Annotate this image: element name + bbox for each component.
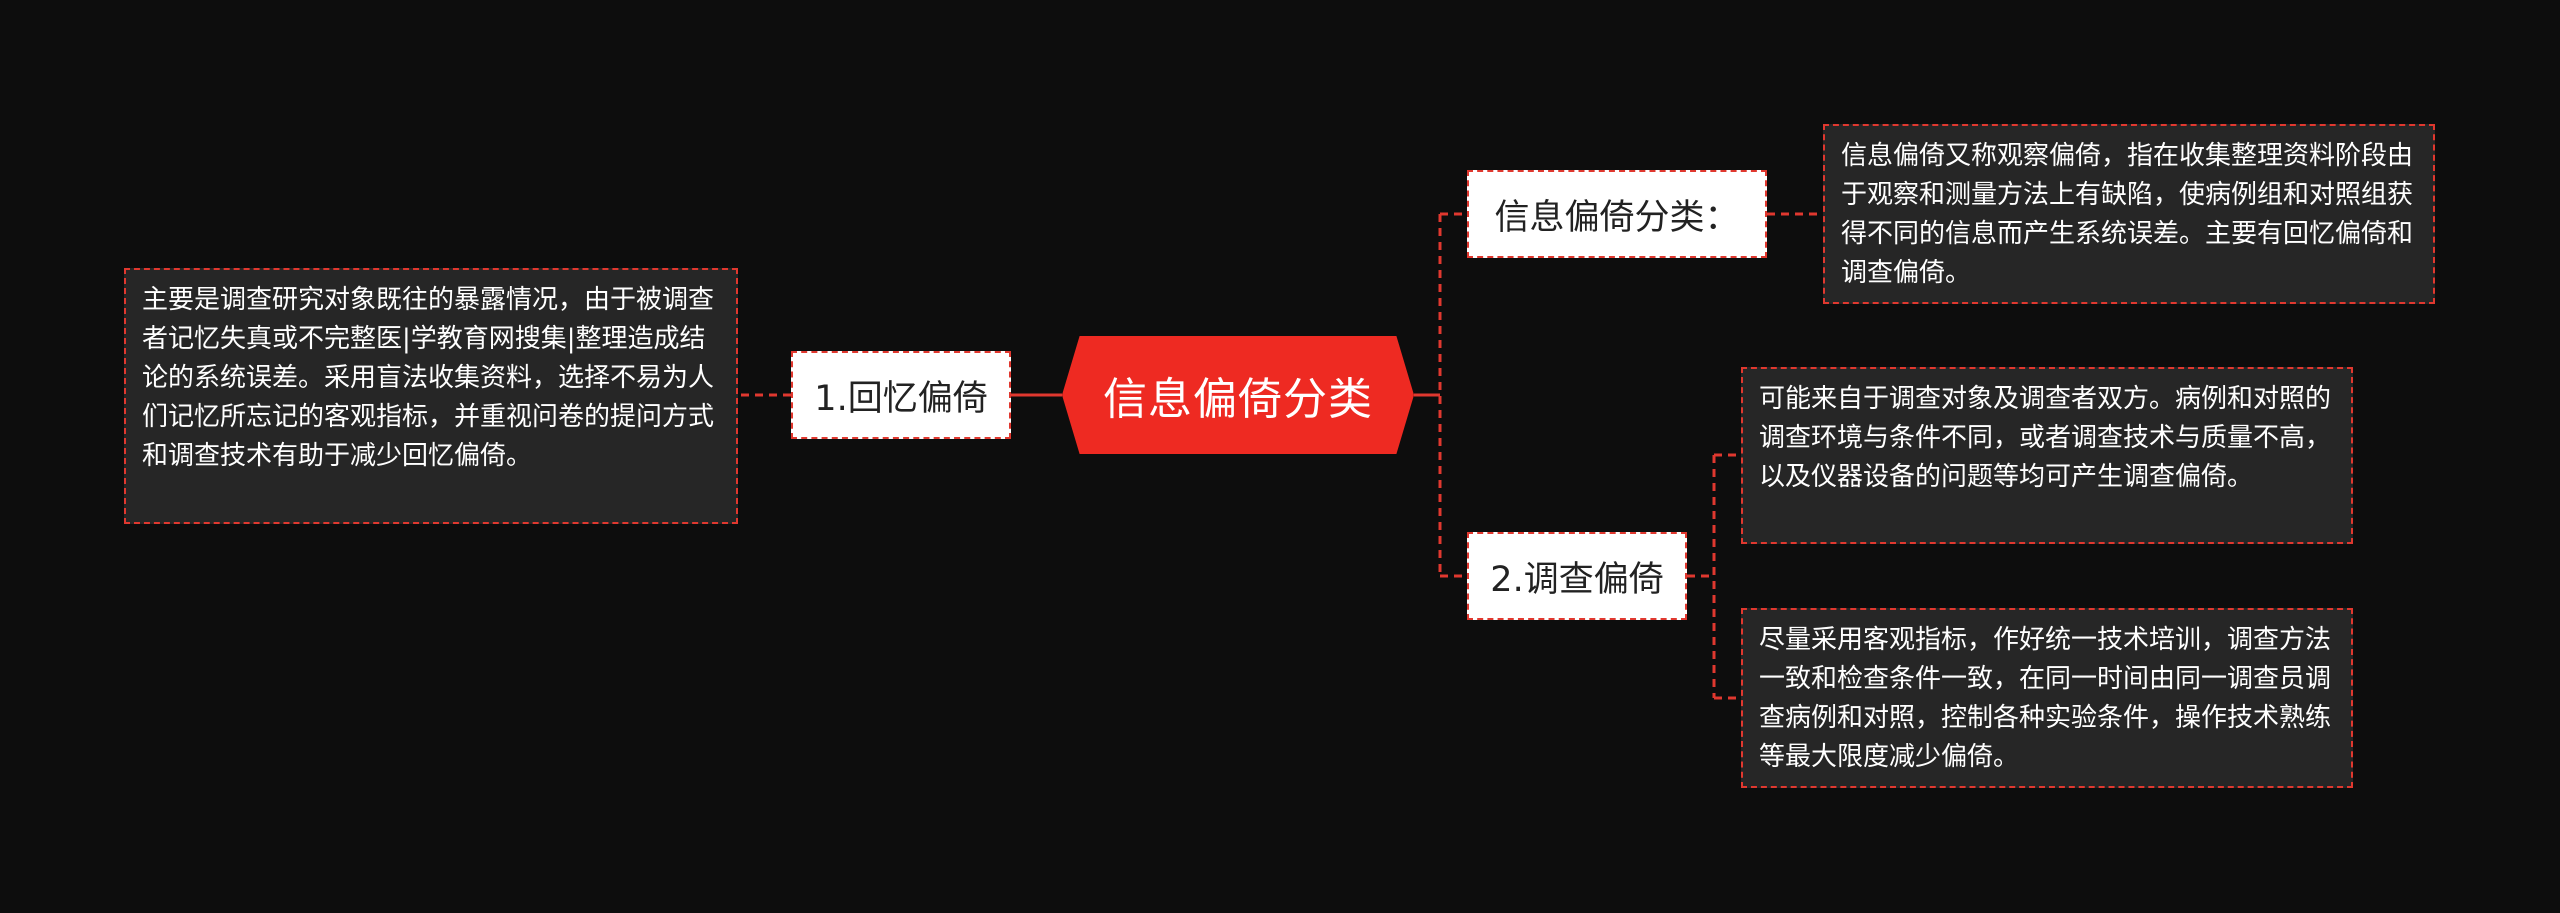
branch-info-bias-label: 信息偏倚分类：: [1494, 197, 1740, 238]
leaf-survey-bias-source[interactable]: 可能来自于调查对象及调查者双方。病例和对照的调查环境与条件不同，或者调查技术与质…: [1741, 367, 2353, 544]
central-topic[interactable]: 信息偏倚分类: [1062, 336, 1414, 454]
branch-recall-bias[interactable]: 1.回忆偏倚: [791, 351, 1011, 439]
leaf-survey-bias-prevention[interactable]: 尽量采用客观指标，作好统一技术培训，调查方法一致和检查条件一致，在同一时间由同一…: [1741, 608, 2353, 788]
leaf-recall-bias-description[interactable]: 主要是调查研究对象既往的暴露情况，由于被调查者记忆失真或不完整医|学教育网搜集|…: [124, 268, 738, 524]
branch-info-bias[interactable]: 信息偏倚分类：: [1467, 170, 1767, 258]
branch-recall-bias-label: 1.回忆偏倚: [814, 378, 988, 419]
branch-survey-bias-label: 2.调查偏倚: [1490, 559, 1664, 600]
central-topic-label: 信息偏倚分类: [1103, 374, 1373, 425]
leaf-info-bias-definition[interactable]: 信息偏倚又称观察偏倚，指在收集整理资料阶段由于观察和测量方法上有缺陷，使病例组和…: [1823, 124, 2435, 304]
branch-survey-bias[interactable]: 2.调查偏倚: [1467, 532, 1687, 620]
